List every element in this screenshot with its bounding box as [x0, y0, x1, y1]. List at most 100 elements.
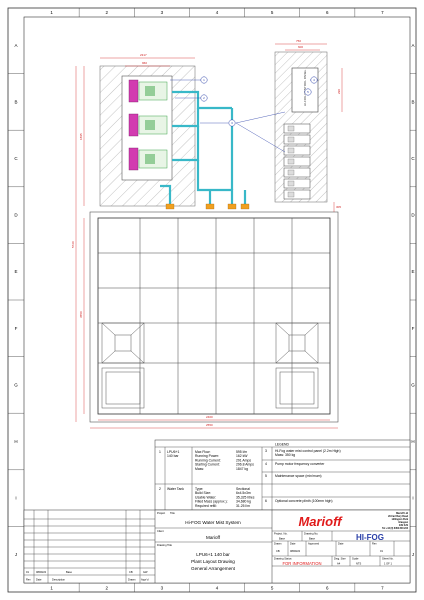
title-block-fields: Project. No. Base Drawing No. Base HI-FO…: [274, 532, 394, 566]
frame-row-left-C: C: [14, 156, 18, 161]
converter-cabinet: [283, 178, 311, 189]
svg-text:2400: 2400: [206, 415, 213, 419]
tank-valves: [165, 203, 250, 210]
callout-3: [228, 119, 236, 127]
legend-item-num: 5: [265, 474, 267, 478]
revision-row: 01 08/09/22 Base CB GW: [26, 570, 148, 574]
svg-text:305: 305: [336, 205, 341, 209]
svg-text:Drawing Status: Drawing Status: [274, 557, 292, 561]
svg-text:Base: Base: [279, 537, 285, 541]
svg-text:NTS: NTS: [356, 562, 361, 566]
legend-prop: Build Size:: [195, 491, 211, 495]
frame-row-left-B: B: [14, 99, 17, 104]
tank-outer-plinth: [89, 211, 339, 423]
svg-text:01: 01: [380, 549, 383, 553]
marioff-logo: Marioff: [298, 514, 343, 529]
converter-cabinet: [283, 189, 311, 200]
svg-text:Appr'd: Appr'd: [141, 578, 149, 582]
client-name: Marioff: [206, 535, 221, 540]
legend-prop: Required refill:: [195, 504, 217, 508]
frame-row-right-J: J: [412, 552, 414, 557]
frequency-converter-cabinets: [283, 123, 311, 200]
svg-text:2550: 2550: [206, 423, 213, 427]
callout-2: [200, 94, 208, 102]
svg-text:08/09/22: 08/09/22: [36, 570, 47, 574]
legend-val: Sectional: [236, 487, 250, 491]
frame-column-bottom-4: 4: [216, 586, 219, 591]
title-block: 01 08/09/22 Base CB GW Rev Date Descript…: [23, 509, 411, 584]
callout-5: [304, 88, 312, 96]
callout-label: 1: [203, 78, 205, 82]
frame-row-right-F: F: [412, 326, 415, 331]
frame-row-right-G: G: [411, 382, 415, 387]
legend-item-text: Hi-Fog water mist control panel (2.2m Hi…: [275, 449, 341, 453]
svg-text:Drawn: Drawn: [274, 542, 282, 546]
svg-text:600: 600: [298, 45, 303, 49]
legend-item-text: Maintenance space (min/mum): [275, 474, 322, 478]
frame-row-right-A: A: [411, 43, 414, 48]
frame-row-right-I: I: [412, 496, 413, 501]
drawing-title-line-1: LPU6+1 140 bar: [196, 552, 230, 557]
frame-column-top-7: 7: [381, 10, 384, 15]
dimension-lines: [75, 43, 343, 429]
frame-row-left-H: H: [14, 439, 17, 444]
converter-cabinet: [283, 145, 311, 156]
svg-text:3550: 3550: [79, 311, 83, 318]
legend-prop: Running Current:: [195, 458, 221, 462]
svg-text:2317: 2317: [140, 53, 147, 57]
svg-text:29 Carl Bury Road: 29 Carl Bury Road: [388, 516, 409, 518]
control-panel-box: [291, 67, 319, 113]
client-label: Client: [157, 529, 164, 533]
frame-row-left-J: J: [15, 552, 17, 557]
frame-row-right-H: H: [411, 439, 414, 444]
svg-text:750: 750: [296, 39, 301, 43]
pump-unit-top: [128, 79, 168, 103]
revision-headers: Rev Date Description Drawn Appr'd: [26, 578, 149, 582]
hifog-logo: HI-FOG: [356, 533, 384, 542]
svg-text:5720: 5720: [71, 241, 75, 248]
water-tank: [97, 217, 331, 415]
frame-row-right-C: C: [411, 156, 415, 161]
frame-row-left-G: G: [14, 382, 18, 387]
callout-1: [200, 76, 208, 84]
svg-text:CB: CB: [276, 549, 280, 553]
converter-cabinet: [283, 167, 311, 178]
project-label: Project: [157, 511, 165, 515]
tank-hatch-left: [101, 322, 145, 409]
legend-prop: Usable Water:: [195, 495, 216, 499]
legend-item-num: 1: [159, 450, 161, 454]
control-panel-label: HI-FOG CONTROL PANEL: [303, 69, 307, 106]
callout-leaders: [170, 79, 318, 153]
legend-item-num: 6: [265, 499, 267, 503]
callout-label: 3: [231, 121, 233, 125]
frame-column-top-3: 3: [161, 10, 164, 15]
svg-text:Marioff Ltd: Marioff Ltd: [396, 512, 408, 515]
legend-item-num: 2: [159, 487, 161, 491]
svg-text:Scale: Scale: [352, 557, 359, 561]
pump-unit-middle: [128, 113, 168, 137]
legend-val: 291 Amps: [236, 458, 251, 462]
legend-val: 35,325 litres: [236, 495, 255, 499]
svg-text:08/09/22: 08/09/22: [290, 549, 301, 553]
svg-text:G52 4JS: G52 4JS: [399, 524, 409, 527]
frame-row-left-I: I: [15, 496, 16, 501]
callout-4: [310, 76, 318, 84]
legend-prop: Starting Current:: [195, 463, 220, 467]
project-title: Hi-FOG Water Mist System: [185, 520, 241, 525]
svg-text:Date: Date: [338, 542, 344, 546]
legend-prop: Mass:: [195, 467, 204, 471]
callout-label: 4: [313, 78, 315, 82]
legend-prop: Filled Mass (approx.):: [195, 500, 228, 504]
svg-text:Glasgow: Glasgow: [398, 522, 408, 524]
legend-item-text: Pump motor frequency converter: [275, 462, 325, 466]
frame-column-top-4: 4: [216, 10, 219, 15]
frame-row-left-A: A: [14, 43, 17, 48]
svg-text:Date: Date: [36, 578, 42, 582]
legend-val: 31.25 l/m: [236, 504, 250, 508]
svg-text:CB: CB: [129, 570, 133, 574]
svg-text:Base: Base: [66, 570, 72, 574]
svg-text:1 OF 1: 1 OF 1: [384, 562, 392, 566]
